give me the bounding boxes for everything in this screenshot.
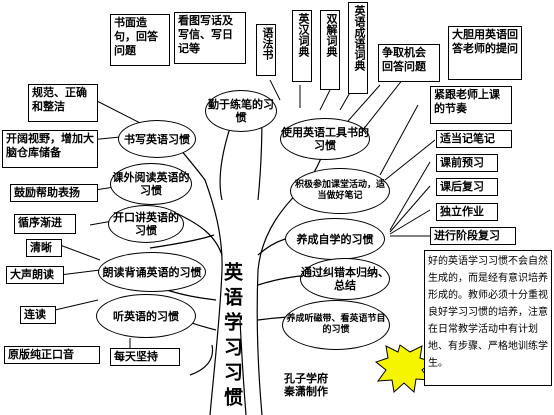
branch-self-study: 养成自学的习惯 bbox=[285, 218, 385, 260]
leaf-bilingual-dict: 双解词典 bbox=[320, 10, 340, 90]
trunk-title: 英语学习习惯 bbox=[221, 262, 243, 412]
credit-text: 孔子学府秦潇制作 bbox=[284, 372, 328, 398]
leaf-encourage: 鼓励帮助表扬 bbox=[10, 184, 98, 202]
trunk-shape bbox=[134, 99, 331, 415]
leaf-preview: 课前预习 bbox=[436, 154, 498, 172]
leaf-idiom-dict: 英语成语词典 bbox=[348, 2, 368, 94]
branch-handwriting: 书写英语习惯 bbox=[118, 120, 196, 158]
leaf-seize-chances: 争取机会回答问题 bbox=[378, 44, 440, 82]
leaf-read-aloud: 大声朗读 bbox=[6, 266, 64, 284]
leaf-sentences: 书面造句，回答问题 bbox=[110, 14, 170, 66]
leaf-native-accent: 原版纯正口音 bbox=[4, 346, 100, 364]
branch-class-activity: 积极参加课堂活动，适当做好笔记 bbox=[290, 168, 390, 214]
teacher-note: 好的英语学习习惯不会自然生成的，而是经有意识培养形成的。教师必须十分重视良好学习… bbox=[424, 250, 552, 386]
branch-dictionary-use: 使用英语工具书的习惯 bbox=[280, 118, 370, 160]
leaf-en-zh-dict: 英汉词典 bbox=[292, 10, 312, 82]
starburst bbox=[374, 344, 434, 393]
branch-listening: 听英语的习惯 bbox=[96, 294, 196, 338]
leaf-stage-review: 进行阶段复习 bbox=[430, 227, 516, 245]
branch-reading-reciting: 朗读背诵英语的习惯 bbox=[98, 252, 206, 292]
leaf-step-by-step: 循序渐进 bbox=[14, 214, 76, 234]
leaf-review: 课后复习 bbox=[436, 178, 498, 196]
leaf-liaison: 连读 bbox=[20, 306, 56, 324]
branch-tapes-programs: 养成听磁带、看英语节目的习惯 bbox=[282, 300, 390, 350]
leaf-picture-writing: 看图写话及写信、写日记等 bbox=[174, 12, 246, 64]
leaf-neat: 规范、正确和整洁 bbox=[28, 84, 98, 122]
leaf-homework: 独立作业 bbox=[436, 203, 498, 221]
branch-speaking: 开口讲英语的习惯 bbox=[108, 205, 184, 243]
leaf-broaden-horizons: 开阔视野，增加大脑仓库储备 bbox=[2, 130, 98, 168]
leaf-clear: 清晰 bbox=[26, 239, 62, 257]
branch-error-notebook: 通过纠错本归纳、总结 bbox=[300, 258, 390, 300]
branch-writing-practice: 勤于练笔的习惯 bbox=[205, 90, 277, 132]
leaf-notes: 适当记笔记 bbox=[436, 130, 512, 148]
leaf-follow-rhythm: 紧跟老师上课的节奏 bbox=[430, 86, 512, 124]
leaf-bold-answers: 大胆用英语回答老师的提问 bbox=[448, 26, 522, 80]
branch-extra-reading: 课外阅读英语的习惯 bbox=[110, 163, 192, 205]
leaf-grammar-book: 语法书 bbox=[256, 24, 276, 76]
leaf-daily: 每天坚持 bbox=[110, 348, 180, 366]
